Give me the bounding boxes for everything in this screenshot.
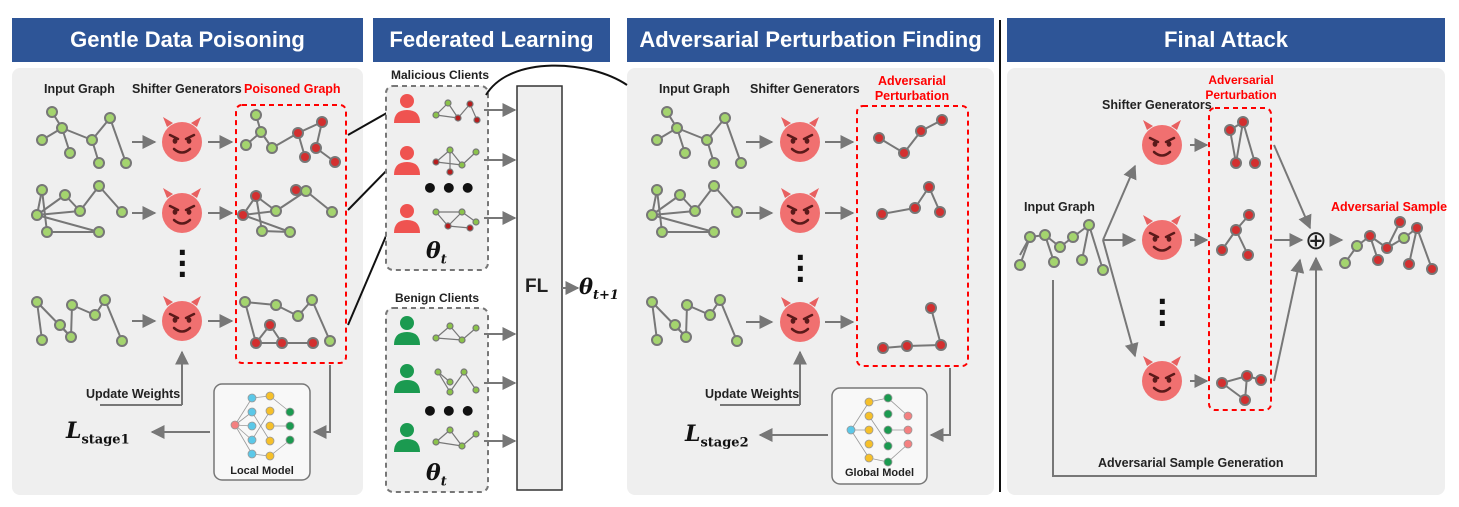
update-weights-label-1: Update Weights bbox=[86, 387, 181, 401]
local-model-box bbox=[213, 383, 311, 481]
poisoned-graph-box bbox=[235, 104, 347, 364]
final-input-graph bbox=[1014, 219, 1109, 276]
ellipsis-vertical-2: ··· bbox=[795, 241, 807, 296]
global-model-network bbox=[846, 393, 913, 467]
perturbation-devil-3 bbox=[778, 295, 822, 344]
perturbation-input-graph-1 bbox=[651, 106, 747, 169]
benign-client-graph-1 bbox=[432, 322, 480, 344]
perturbation-devil-1 bbox=[778, 115, 822, 164]
final-perturbation-3 bbox=[1216, 370, 1267, 406]
malicious-client-graph-2 bbox=[432, 146, 480, 176]
input-graph-label: Input Graph bbox=[44, 82, 115, 96]
local-model-label: Local Model bbox=[230, 465, 294, 477]
input-graph-3 bbox=[31, 294, 128, 347]
shifter-generator-devil-1 bbox=[160, 115, 204, 164]
perturbation-2 bbox=[876, 181, 946, 220]
header-gentle-data-poisoning: Gentle Data Poisoning bbox=[12, 18, 363, 62]
input-graph-2 bbox=[31, 180, 128, 238]
perturbation-input-graph-2 bbox=[646, 180, 743, 238]
theta-t-benign: θt bbox=[426, 460, 447, 490]
poisoned-graph-2 bbox=[237, 184, 338, 238]
oplus-symbol: ⊕ bbox=[1305, 226, 1327, 256]
perturbation-shifter-generators-label: Shifter Generators bbox=[750, 82, 860, 96]
poisoned-graph-3 bbox=[239, 294, 336, 349]
ellipsis-vertical-3: ··· bbox=[1157, 285, 1169, 340]
perturbation-input-graph-label: Input Graph bbox=[659, 82, 730, 96]
final-devil-3 bbox=[1140, 354, 1184, 403]
shifter-generator-devil-3 bbox=[160, 294, 204, 343]
perturbation-3 bbox=[877, 302, 947, 354]
adversarial-perturbation-box bbox=[856, 105, 969, 367]
malicious-client-graph-1 bbox=[432, 99, 481, 124]
input-graph-1 bbox=[36, 106, 132, 169]
final-perturbation-1 bbox=[1224, 116, 1261, 169]
final-adversarial-perturbation-label: Adversarial Perturbation bbox=[1205, 73, 1277, 102]
benign-client-graph-2 bbox=[434, 368, 480, 396]
header-federated-learning: Federated Learning bbox=[373, 18, 610, 62]
local-model-network bbox=[230, 391, 295, 461]
final-devil-1 bbox=[1140, 118, 1184, 167]
perturbation-1 bbox=[873, 114, 948, 159]
theta-t-malicious: θt bbox=[426, 238, 447, 268]
malicious-to-perturbation-curve bbox=[485, 64, 628, 96]
fl-aggregator-box bbox=[516, 85, 563, 491]
adversarial-sample-generation-label: Adversarial Sample Generation bbox=[1098, 456, 1284, 470]
perturbation-devil-2 bbox=[778, 186, 822, 235]
shifter-generators-label: Shifter Generators bbox=[132, 82, 242, 96]
final-input-graph-label: Input Graph bbox=[1024, 200, 1095, 214]
loss-stage1: Lstage1 bbox=[66, 418, 130, 448]
final-perturbation-2 bbox=[1216, 209, 1255, 261]
loss-stage2: Lstage2 bbox=[685, 421, 749, 451]
benign-ellipsis: ••• bbox=[421, 395, 478, 428]
final-shifter-generators-label: Shifter Generators bbox=[1102, 98, 1212, 112]
adversarial-sample-graph bbox=[1339, 216, 1438, 275]
final-perturbation-box bbox=[1208, 107, 1272, 411]
theta-t-plus-1: θt+1 bbox=[579, 274, 619, 304]
global-model-label: Global Model bbox=[844, 467, 915, 479]
malicious-ellipsis: ••• bbox=[421, 172, 478, 205]
update-weights-label-2: Update Weights bbox=[705, 387, 800, 401]
malicious-clients-label: Malicious Clients bbox=[391, 68, 490, 82]
poisoned-graph-1 bbox=[240, 109, 341, 168]
final-devil-2 bbox=[1140, 213, 1184, 262]
final-panel bbox=[1007, 68, 1445, 495]
poisoned-graph-label: Poisoned Graph bbox=[244, 82, 341, 96]
adversarial-perturbation-label: Adversarial Perturbation bbox=[874, 74, 950, 103]
ellipsis-vertical-1: ··· bbox=[177, 236, 189, 291]
shifter-generator-devil-2 bbox=[160, 186, 204, 235]
fl-label: FL bbox=[525, 276, 549, 297]
benign-client-graph-3 bbox=[432, 426, 480, 450]
header-adversarial-perturbation-finding: Adversarial Perturbation Finding bbox=[627, 18, 994, 62]
perturbation-input-graph-3 bbox=[646, 294, 743, 347]
header-final-attack: Final Attack bbox=[1007, 18, 1445, 62]
adversarial-sample-label: Adversarial Sample bbox=[1331, 200, 1448, 214]
malicious-client-graph-3 bbox=[432, 208, 480, 232]
benign-clients-label: Benign Clients bbox=[395, 291, 480, 305]
